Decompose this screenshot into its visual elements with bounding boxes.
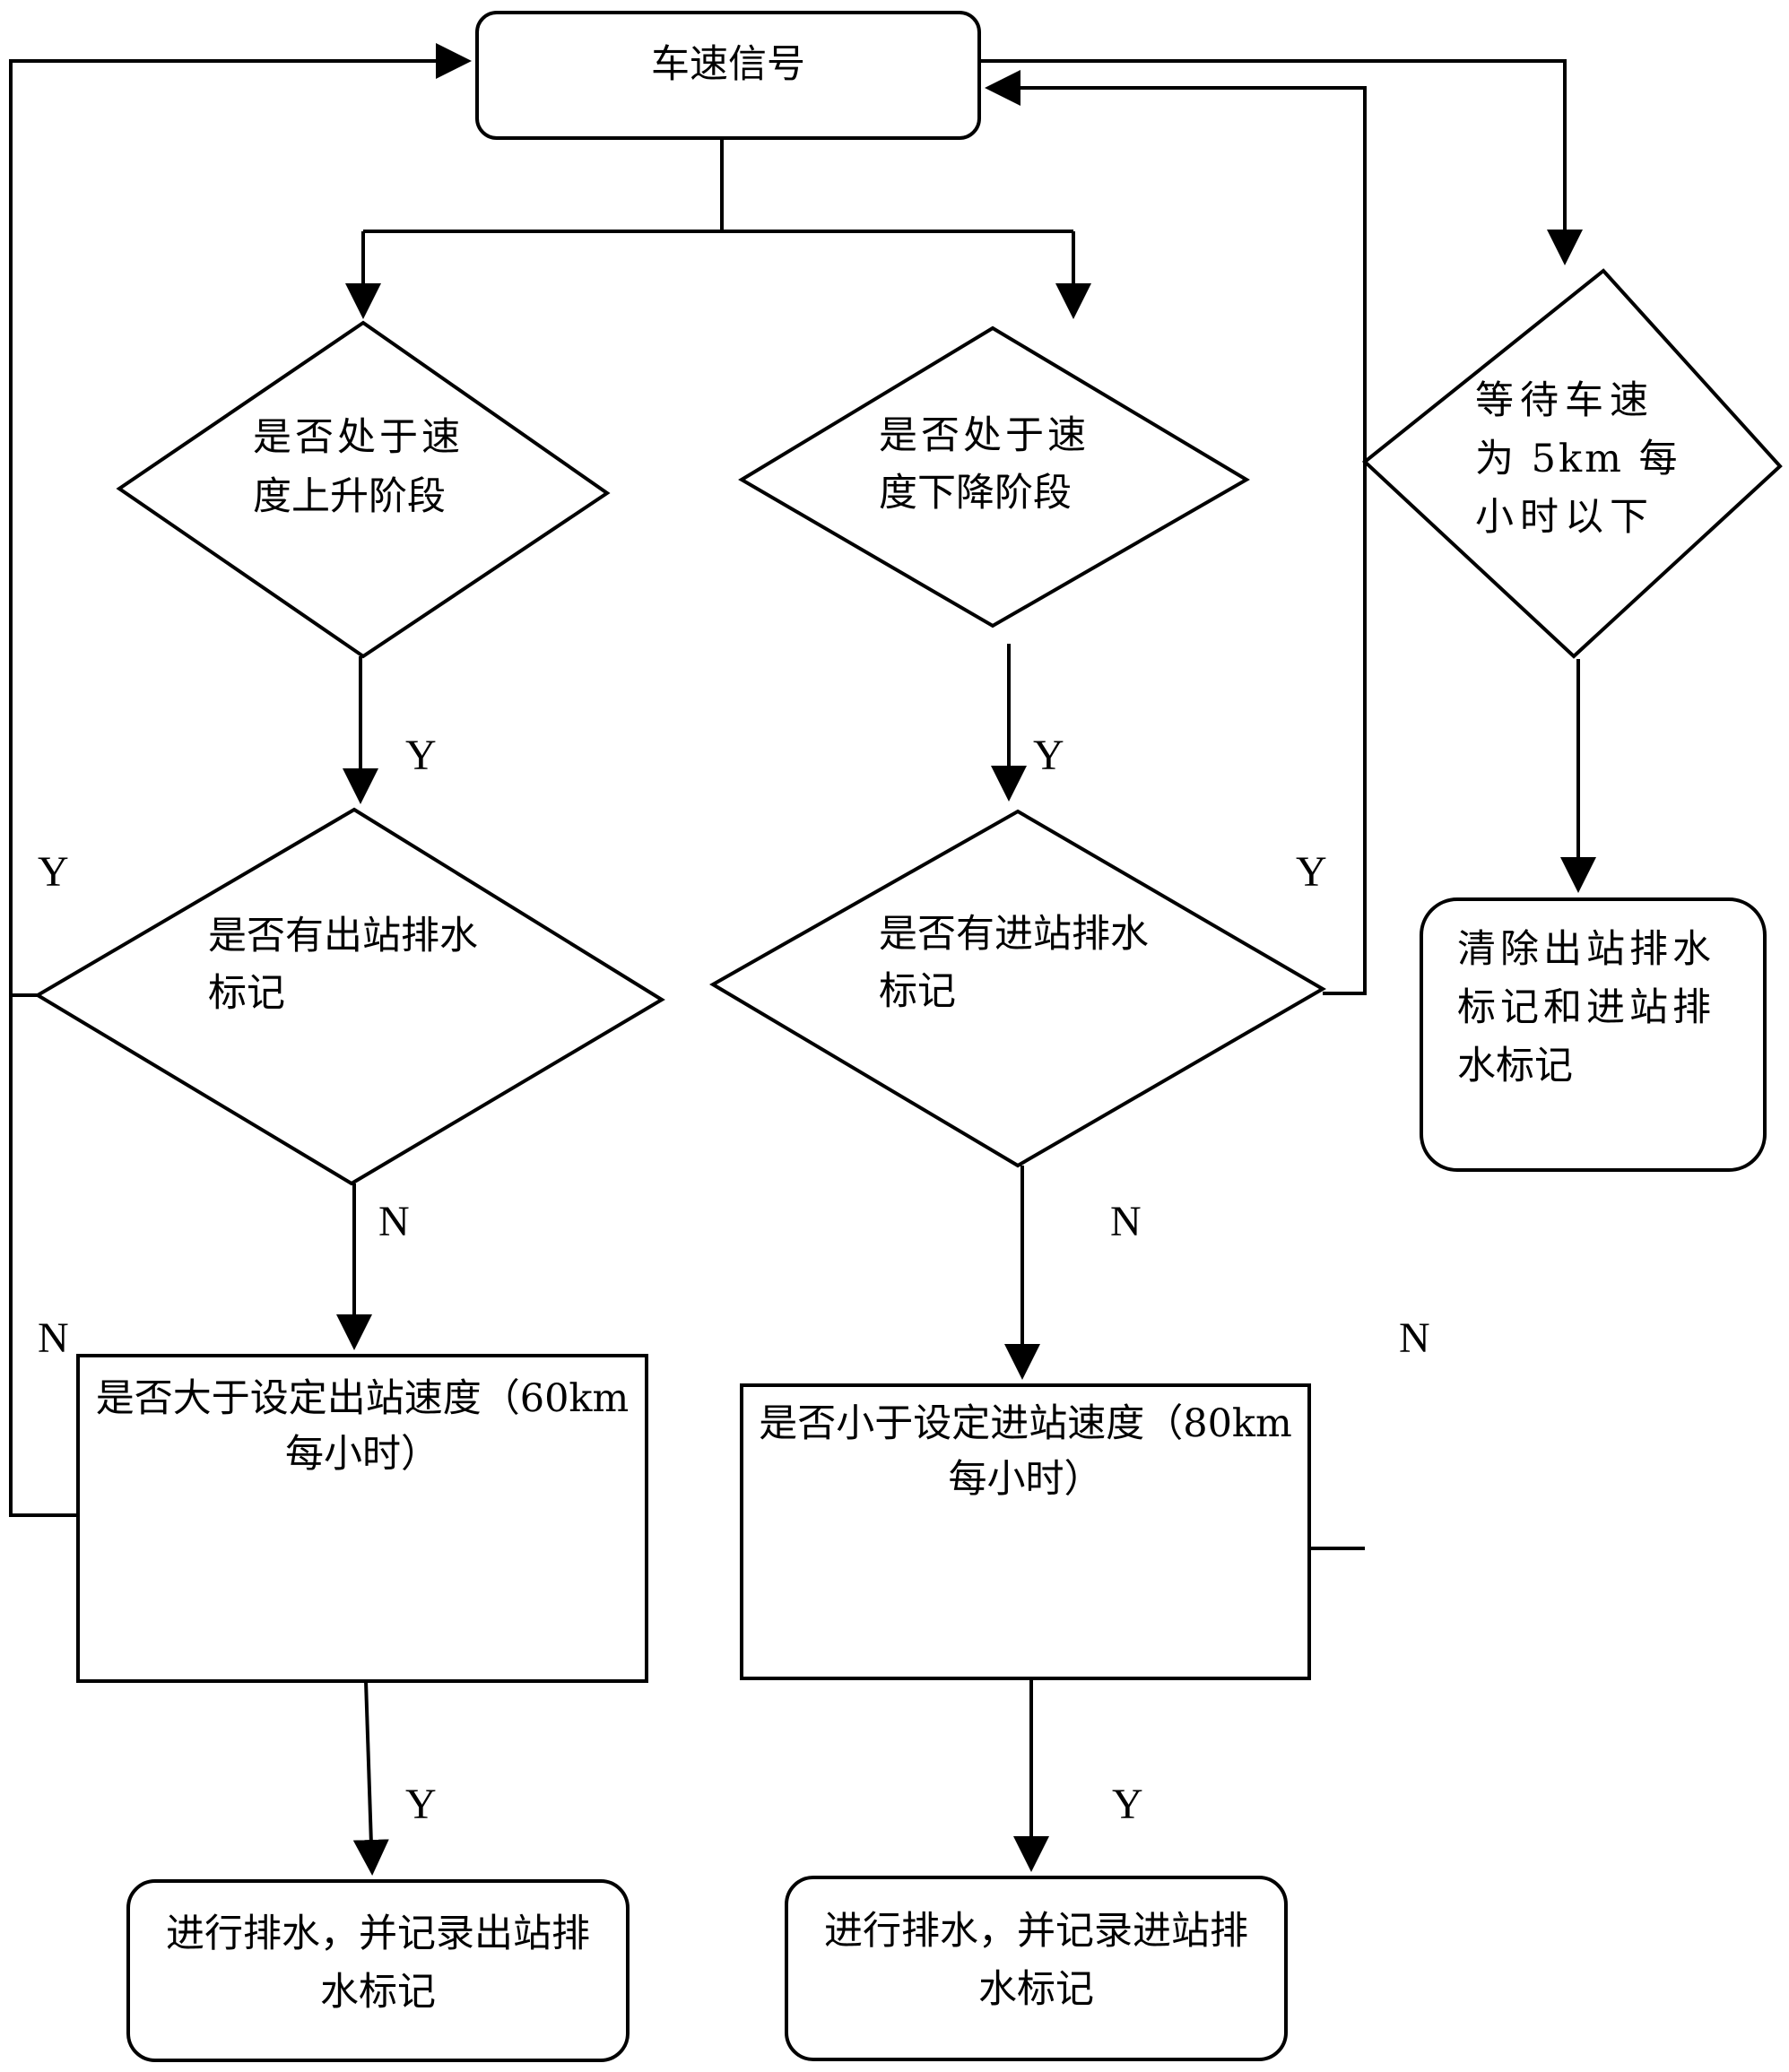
out-speed-yes-arrow	[352, 1680, 389, 1876]
rise-decision-line1: 是否处于速	[253, 415, 464, 460]
out-mark-decision-line1: 是否有出站排水	[208, 914, 478, 958]
fall-decision-line1: 是否处于速	[879, 413, 1090, 458]
out-drain-box-line1: 进行排水，并记录出站排	[166, 1912, 590, 1956]
fall-decision-shape	[738, 325, 1250, 629]
in-mark-decision-shape	[709, 809, 1326, 1168]
start-node-text: 车速信号	[651, 42, 805, 87]
in-mark-yes-label: Y	[1296, 848, 1327, 896]
out-drain-box-shape	[126, 1879, 630, 2062]
out-speed-no-label: N	[38, 1314, 69, 1362]
to-wait-line	[979, 59, 1583, 265]
right-loop-line	[985, 70, 1367, 995]
in-drain-box-line1: 进行排水，并记录进站排	[824, 1909, 1248, 1954]
out-mark-no-label: N	[378, 1198, 410, 1245]
wait-decision-line3: 小时以下	[1475, 495, 1654, 540]
in-mark-decision-line2: 标记	[879, 969, 956, 1014]
clear-box-shape	[1420, 897, 1767, 1172]
rise-yes-label: Y	[405, 732, 437, 779]
in-drain-box-shape	[785, 1876, 1288, 2061]
out-speed-yes-label: Y	[405, 1781, 437, 1828]
wait-decision-shape	[1361, 268, 1783, 659]
out-mark-yes-label: Y	[38, 848, 69, 896]
wait-decision-line2: 为 5km 每	[1475, 437, 1680, 481]
out-mark-decision-shape	[34, 807, 665, 1186]
start-node-shape	[475, 11, 981, 140]
in-speed-yes-label: Y	[1112, 1781, 1143, 1828]
fall-yes-label: Y	[1033, 732, 1064, 779]
in-drain-box-line2: 水标记	[978, 1967, 1094, 2012]
in-mark-no-label: N	[1110, 1198, 1142, 1245]
clear-box-line3: 水标记	[1457, 1044, 1573, 1088]
in-speed-box-shape	[740, 1383, 1311, 1680]
clear-box-line1: 清除出站排水	[1457, 927, 1715, 972]
start-split-line	[363, 138, 1073, 233]
fall-decision-line2: 度下降阶段	[879, 471, 1072, 516]
wait-decision-line1: 等待车速	[1475, 378, 1654, 423]
left-loop-line	[9, 43, 472, 1517]
rise-decision-line2: 度上升阶段	[253, 474, 446, 519]
in-mark-decision-line1: 是否有进站排水	[879, 912, 1149, 957]
out-speed-box-line1: 是否大于设定出站速度（60km	[95, 1376, 630, 1421]
out-drain-box-line2: 水标记	[320, 1970, 436, 2015]
out-mark-decision-line2: 标记	[208, 971, 285, 1016]
in-speed-no-label: N	[1399, 1314, 1430, 1362]
out-speed-box-line2: 每小时）	[285, 1432, 439, 1477]
in-speed-box-line2: 每小时）	[948, 1457, 1103, 1502]
out-speed-box-shape	[76, 1354, 648, 1683]
rise-decision-shape	[116, 320, 611, 659]
clear-box-line2: 标记和进站排	[1457, 985, 1715, 1030]
in-speed-box-line1: 是否小于设定进站速度（80km	[759, 1401, 1292, 1446]
